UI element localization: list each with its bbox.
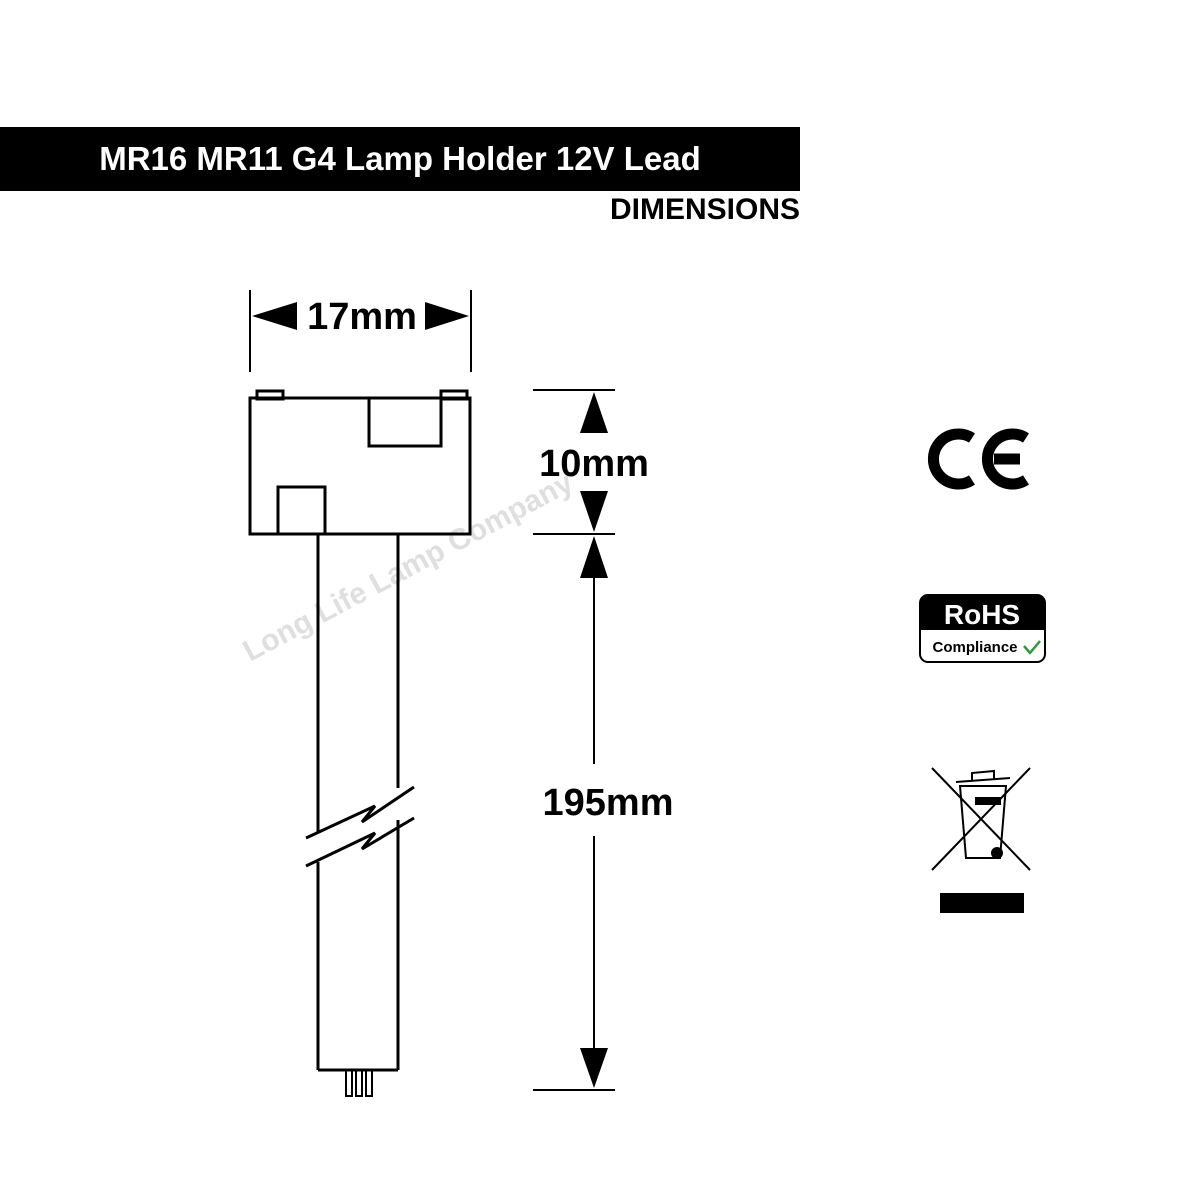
pin-3 xyxy=(365,1069,373,1097)
holder-arrow-down xyxy=(580,491,608,532)
lead-arrow-down xyxy=(580,1048,608,1088)
rohs-label: RoHS xyxy=(944,599,1020,630)
lead-length-label: 195mm xyxy=(543,782,674,824)
width-arrow-right xyxy=(425,302,469,330)
rohs-badge: RoHS Compliance xyxy=(919,594,1046,663)
width-label: 17mm xyxy=(307,296,417,338)
holder-top-tab-right xyxy=(439,389,469,401)
holder-top-tab-left xyxy=(255,389,285,401)
holder-height-label: 10mm xyxy=(539,443,649,485)
weee-bar xyxy=(940,893,1024,913)
weee-crossed-bin-icon xyxy=(931,767,1031,913)
page-subtitle: DIMENSIONS xyxy=(609,193,800,226)
holder-arrow-up xyxy=(580,392,608,433)
break-symbol xyxy=(305,785,415,868)
ce-letter-e xyxy=(981,428,1029,490)
pin-2 xyxy=(355,1069,363,1097)
weee-bin-slot xyxy=(975,797,1001,805)
width-arrow-left xyxy=(252,302,297,330)
watermark-text: Long Life Lamp Company xyxy=(238,466,579,668)
width-dimension xyxy=(249,290,472,372)
connector-pins xyxy=(345,1069,373,1097)
rohs-check-icon xyxy=(1023,640,1041,655)
lamp-holder xyxy=(248,389,472,536)
weee-cross-2 xyxy=(931,767,1031,871)
holder-slot-upper xyxy=(367,396,443,448)
ce-letter-c xyxy=(927,428,975,490)
rohs-sub-label: Compliance xyxy=(932,639,1017,656)
weee-bin-lid xyxy=(955,769,1011,783)
break-line-lower xyxy=(305,816,415,868)
holder-slot-lower xyxy=(276,485,327,536)
title-bar: MR16 MR11 G4 Lamp Holder 12V Lead xyxy=(0,127,800,191)
page-title: MR16 MR11 G4 Lamp Holder 12V Lead xyxy=(99,140,701,177)
rohs-top-fill xyxy=(920,595,1045,630)
weee-bin-wheel xyxy=(991,847,1003,859)
break-line-upper xyxy=(305,785,415,840)
lead-arrow-up xyxy=(580,536,608,578)
ce-mark-icon xyxy=(927,428,1029,490)
pin-1 xyxy=(345,1069,353,1097)
holder-body xyxy=(248,396,472,536)
height-dimension xyxy=(533,389,615,1091)
